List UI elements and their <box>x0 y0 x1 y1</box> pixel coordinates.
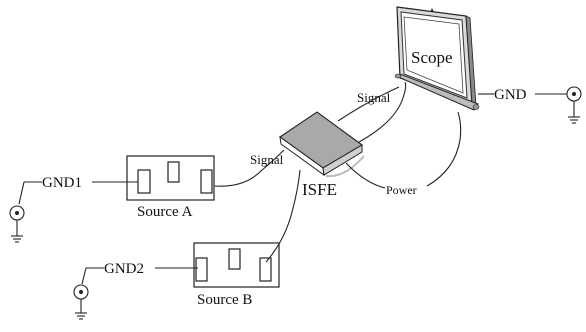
gnd2-label: GND2 <box>104 261 144 277</box>
source-b-signal-wire <box>265 169 301 263</box>
source-a-signal-wire <box>213 149 285 187</box>
power-label: Power <box>386 183 417 197</box>
signal-label-top: Signal <box>357 90 391 105</box>
gnd1-ground-symbol <box>9 181 25 243</box>
signal-wire-upper <box>337 86 400 122</box>
scope-ground-symbol <box>566 86 582 124</box>
power-wire <box>345 162 386 189</box>
source-b-label: Source B <box>197 292 252 308</box>
source-a-label: Source A <box>137 204 193 220</box>
isfe-box <box>279 111 365 178</box>
signal-wire-lower <box>358 81 407 143</box>
isfe-label: ISFE <box>302 180 337 199</box>
scope-device <box>394 6 480 111</box>
scope-gnd-label: GND <box>494 87 527 103</box>
signal-label-left: Signal <box>250 152 284 167</box>
power-wire-return <box>426 111 462 187</box>
source-b-device <box>193 242 280 288</box>
gnd2-ground-symbol <box>73 267 89 320</box>
source-a-device <box>126 155 215 201</box>
scope-label: Scope <box>411 48 453 67</box>
gnd1-label: GND1 <box>42 175 82 191</box>
